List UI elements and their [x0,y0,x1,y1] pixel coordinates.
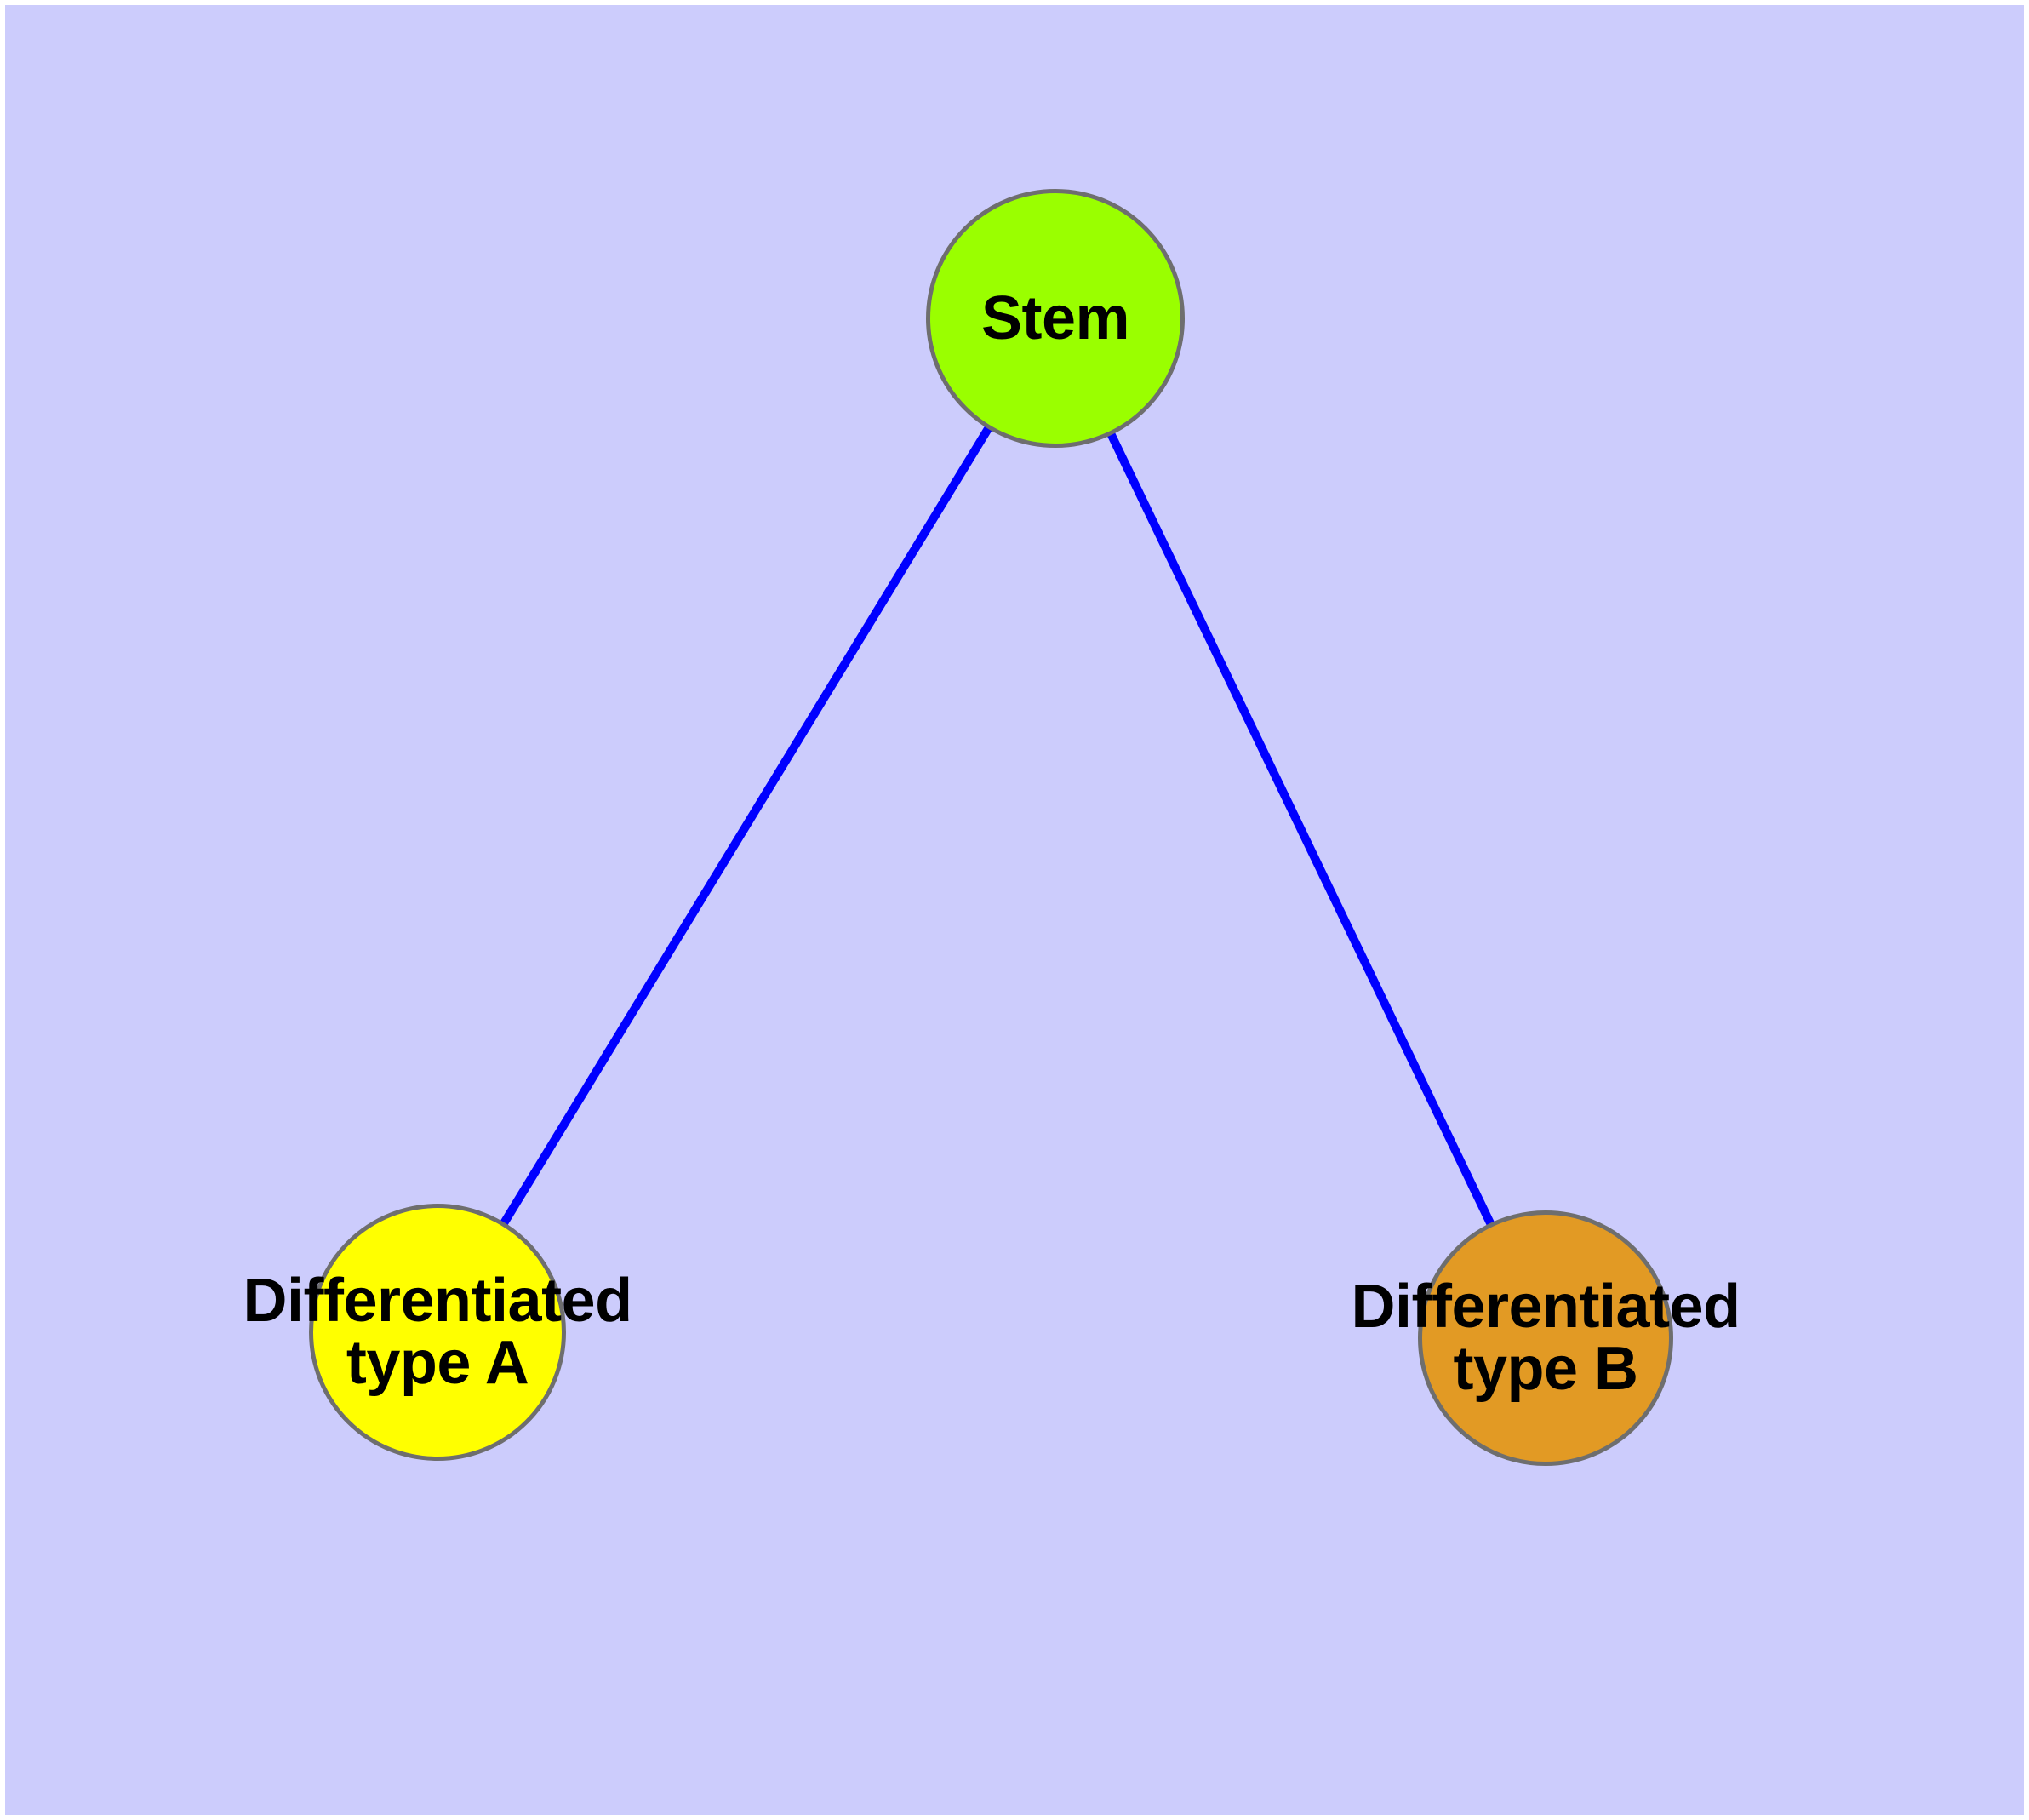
node-diff_a[interactable] [309,1204,566,1461]
nodes-group [309,189,1673,1466]
node-diff_b[interactable] [1418,1210,1673,1466]
edge-stem-to-a [500,425,993,1227]
edges-group [500,425,1495,1227]
node-stem[interactable] [926,189,1185,448]
edge-stem-to-b [1106,432,1495,1227]
